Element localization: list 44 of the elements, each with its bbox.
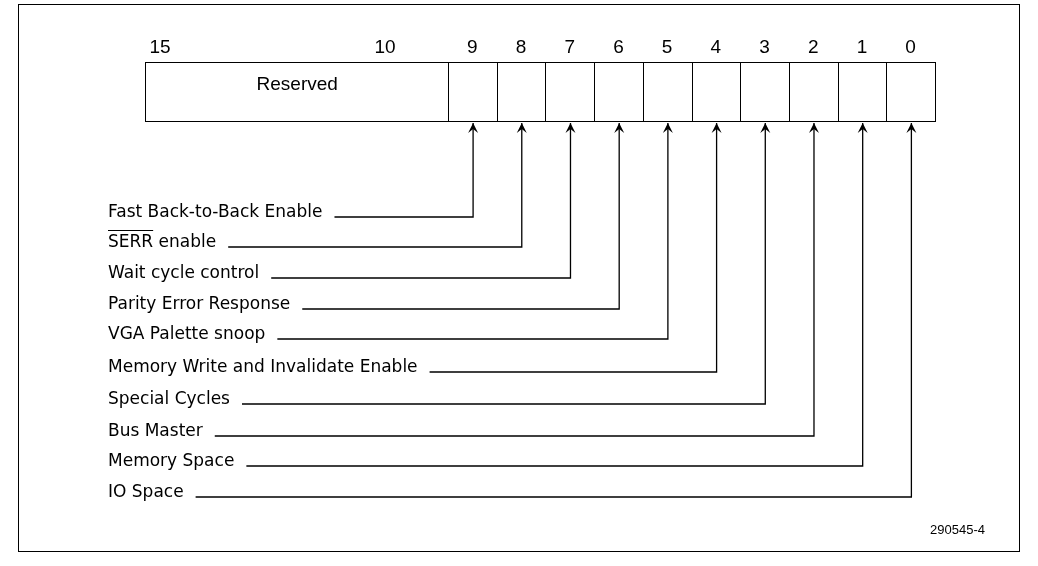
leader-arrow [333,122,479,218]
bit-label: Memory Space [108,450,235,470]
bit-field [642,62,693,122]
leader-arrow [194,122,917,498]
bit-number: 5 [661,36,673,58]
bit-label: Wait cycle control [108,262,260,282]
bit-label: SERR enable [108,231,217,251]
bit-field [886,62,937,122]
bit-field [740,62,791,122]
bit-number: 6 [613,36,624,58]
bit-field [448,62,499,122]
leader-arrow [276,122,673,340]
bit-number: 8 [515,36,527,58]
bit-field [496,62,547,122]
bit-label: Fast Back-to-Back Enable [108,201,323,221]
bit-number: 2 [807,36,819,58]
bit-number: 3 [759,36,770,58]
bit-number: 9 [467,36,478,58]
leader-arrow [301,122,625,310]
bit-label: VGA Palette snoop [108,323,266,343]
leader-arrow [227,122,527,248]
bit-field [691,62,742,122]
bit-number: 0 [905,36,916,58]
bit-label: Bus Master [108,420,203,440]
bit-number: 15 [149,36,171,58]
figure-number: 290545-4 [930,522,985,537]
bit-field [788,62,840,122]
leader-arrow [241,122,771,405]
reserved-field: Reserved [145,62,450,122]
bit-number: 10 [374,36,396,58]
bit-field [837,62,888,122]
bit-number: 4 [710,36,722,58]
leader-arrow [245,122,868,467]
leader-arrow [428,122,722,373]
leader-arrow [214,122,819,437]
bit-number: 7 [564,36,576,58]
bit-label: Parity Error Response [108,293,291,313]
bit-label: Memory Write and Invalidate Enable [108,356,418,376]
bit-label: IO Space [108,481,184,501]
bit-number: 1 [856,36,868,58]
leader-arrow [270,122,576,279]
bit-field [545,62,596,122]
bit-label: Special Cycles [108,388,230,408]
bit-field [594,62,645,122]
